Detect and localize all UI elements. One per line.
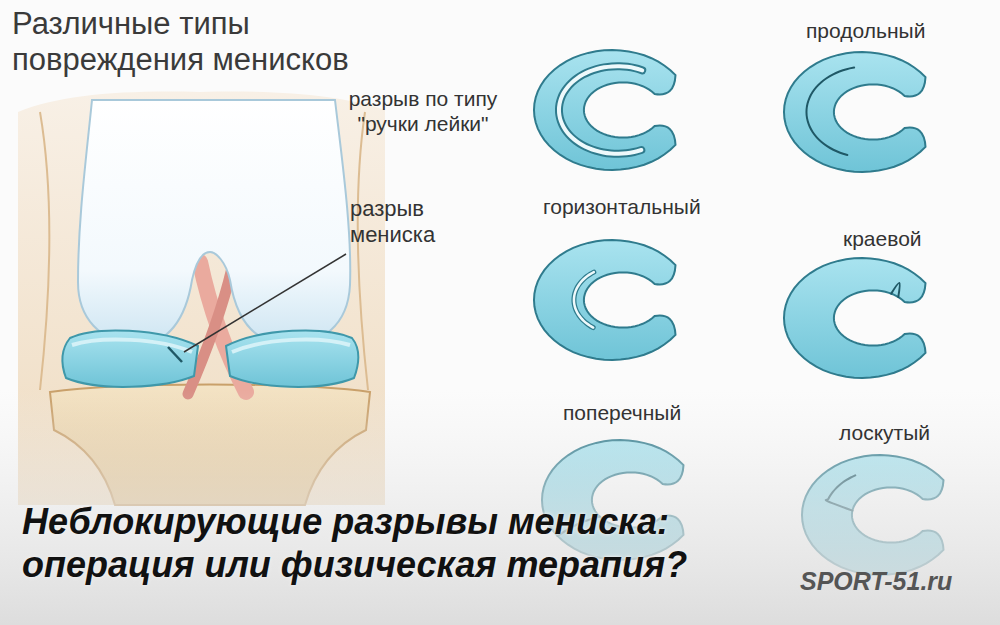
tear-mark [806,68,854,155]
meniscus-highlight [232,340,350,352]
tear-type-label: краевой [843,226,922,251]
tear-mark [574,272,594,327]
femur [78,100,350,344]
caption: Неблокирующие разрывы мениска: операция … [22,500,782,586]
knee-meniscus [226,330,358,386]
watermark: SPORT-51.ru [800,566,952,596]
meniscus-shape [784,52,926,172]
meniscus-shape [784,258,926,378]
tear-mark [574,272,594,327]
tear-mark [891,283,900,297]
thigh-contour [40,112,49,390]
tear-type-label: горизонтальный [543,194,701,219]
leader-label: разрыв мениска [350,196,475,249]
tear-type-label: разрыв по типу "ручки лейки" [328,86,518,136]
leader-line [184,254,346,352]
tear-type-label: продольный [806,18,925,43]
knee-meniscus [63,330,198,386]
meniscus-shape [534,50,676,170]
title: Различные типы повреждения менисков [12,6,412,77]
tear-mark [559,66,642,154]
meniscus-shape [534,240,676,360]
bottom-fade [0,390,1000,625]
tear-mark [168,347,182,362]
meniscus-highlight [72,340,192,352]
tear-mark [559,66,642,154]
tear-type-label: лоскутый [839,420,930,445]
thigh-contour [358,112,368,390]
tear-type-label: поперечный [563,400,681,425]
